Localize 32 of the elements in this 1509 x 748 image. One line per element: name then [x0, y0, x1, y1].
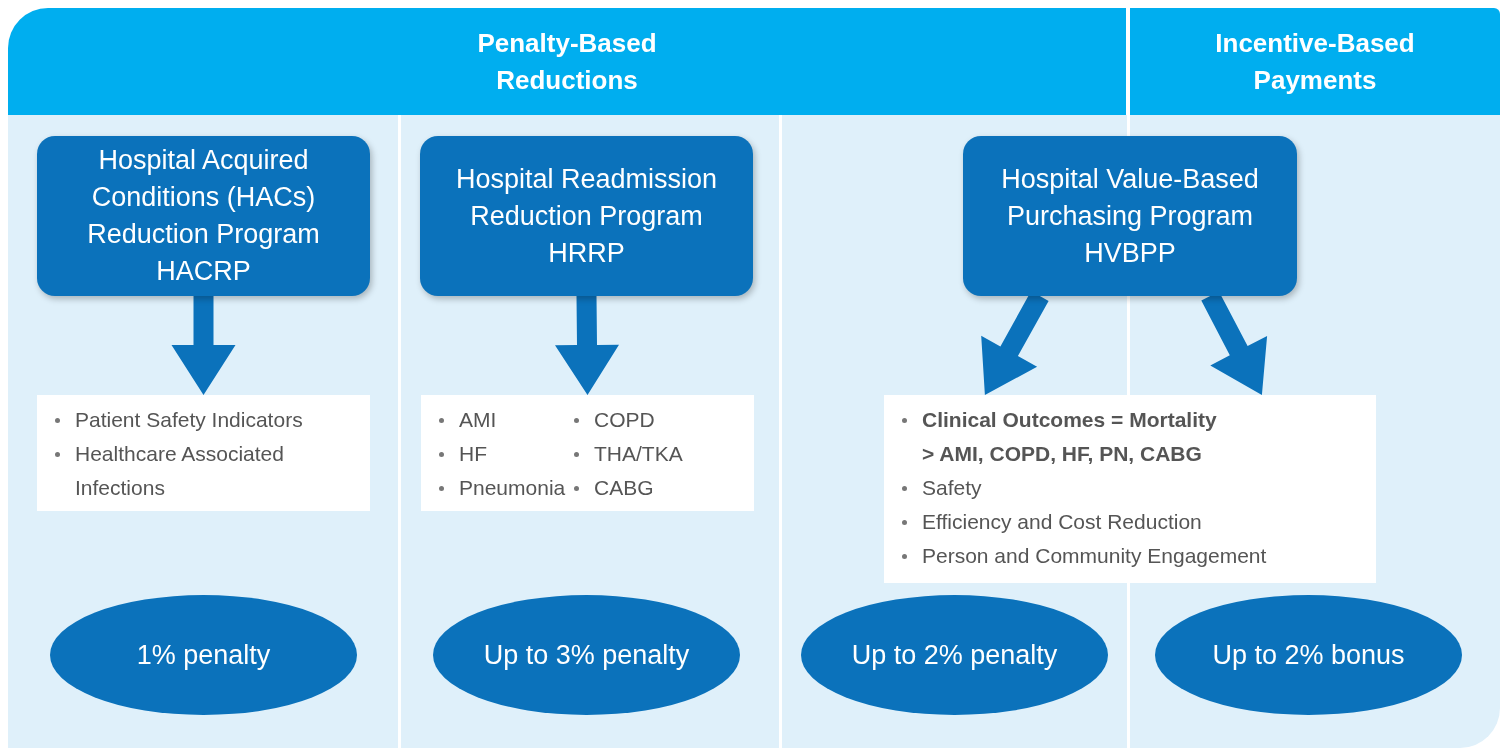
list-item: THA/TKA: [594, 442, 683, 465]
result-label: Up to 2% penalty: [851, 639, 1058, 671]
header-title: Incentive-Based Payments: [1214, 26, 1416, 97]
list-panel: [37, 395, 370, 511]
list-item: Healthcare Associated Infections: [75, 442, 284, 499]
program-title: Hospital Value-Based Purchasing Program HVBPP: [1000, 162, 1260, 270]
program-box: [37, 136, 370, 296]
block-arrow: [171, 296, 236, 395]
result-label: 1% penalty: [136, 639, 271, 671]
header-title: Penalty-Based Reductions: [476, 26, 658, 97]
list-item: Person and Community Engagement: [922, 544, 1267, 567]
program-title: Hospital Readmission Reduction Program HRRP: [454, 162, 719, 270]
list-item: Efficiency and Cost Reduction: [922, 510, 1202, 533]
list-item: AMI: [459, 408, 497, 431]
block-arrow: [555, 295, 619, 395]
result-label: Up to 3% penalty: [483, 639, 690, 671]
list-panel: [884, 395, 1376, 583]
result-label: Up to 2% bonus: [1212, 639, 1405, 671]
list-item: Safety: [922, 476, 982, 499]
list-item: Clinical Outcomes = Mortality: [922, 408, 1217, 431]
list-item: Pneumonia: [459, 476, 566, 499]
header-band: [8, 8, 1126, 115]
list-item: COPD: [594, 408, 655, 431]
list-item: HF: [459, 442, 487, 465]
program-box: [420, 136, 753, 296]
list-item: CABG: [594, 476, 654, 499]
header-band: [1130, 8, 1500, 115]
list-item: > AMI, COPD, HF, PN, CABG: [922, 442, 1202, 465]
list-panel: [421, 395, 754, 511]
list-item: Patient Safety Indicators: [75, 408, 303, 431]
program-title: Hospital Acquired Conditions (HACs) Reduction Program HACRP: [86, 144, 321, 288]
program-box: [963, 136, 1297, 296]
